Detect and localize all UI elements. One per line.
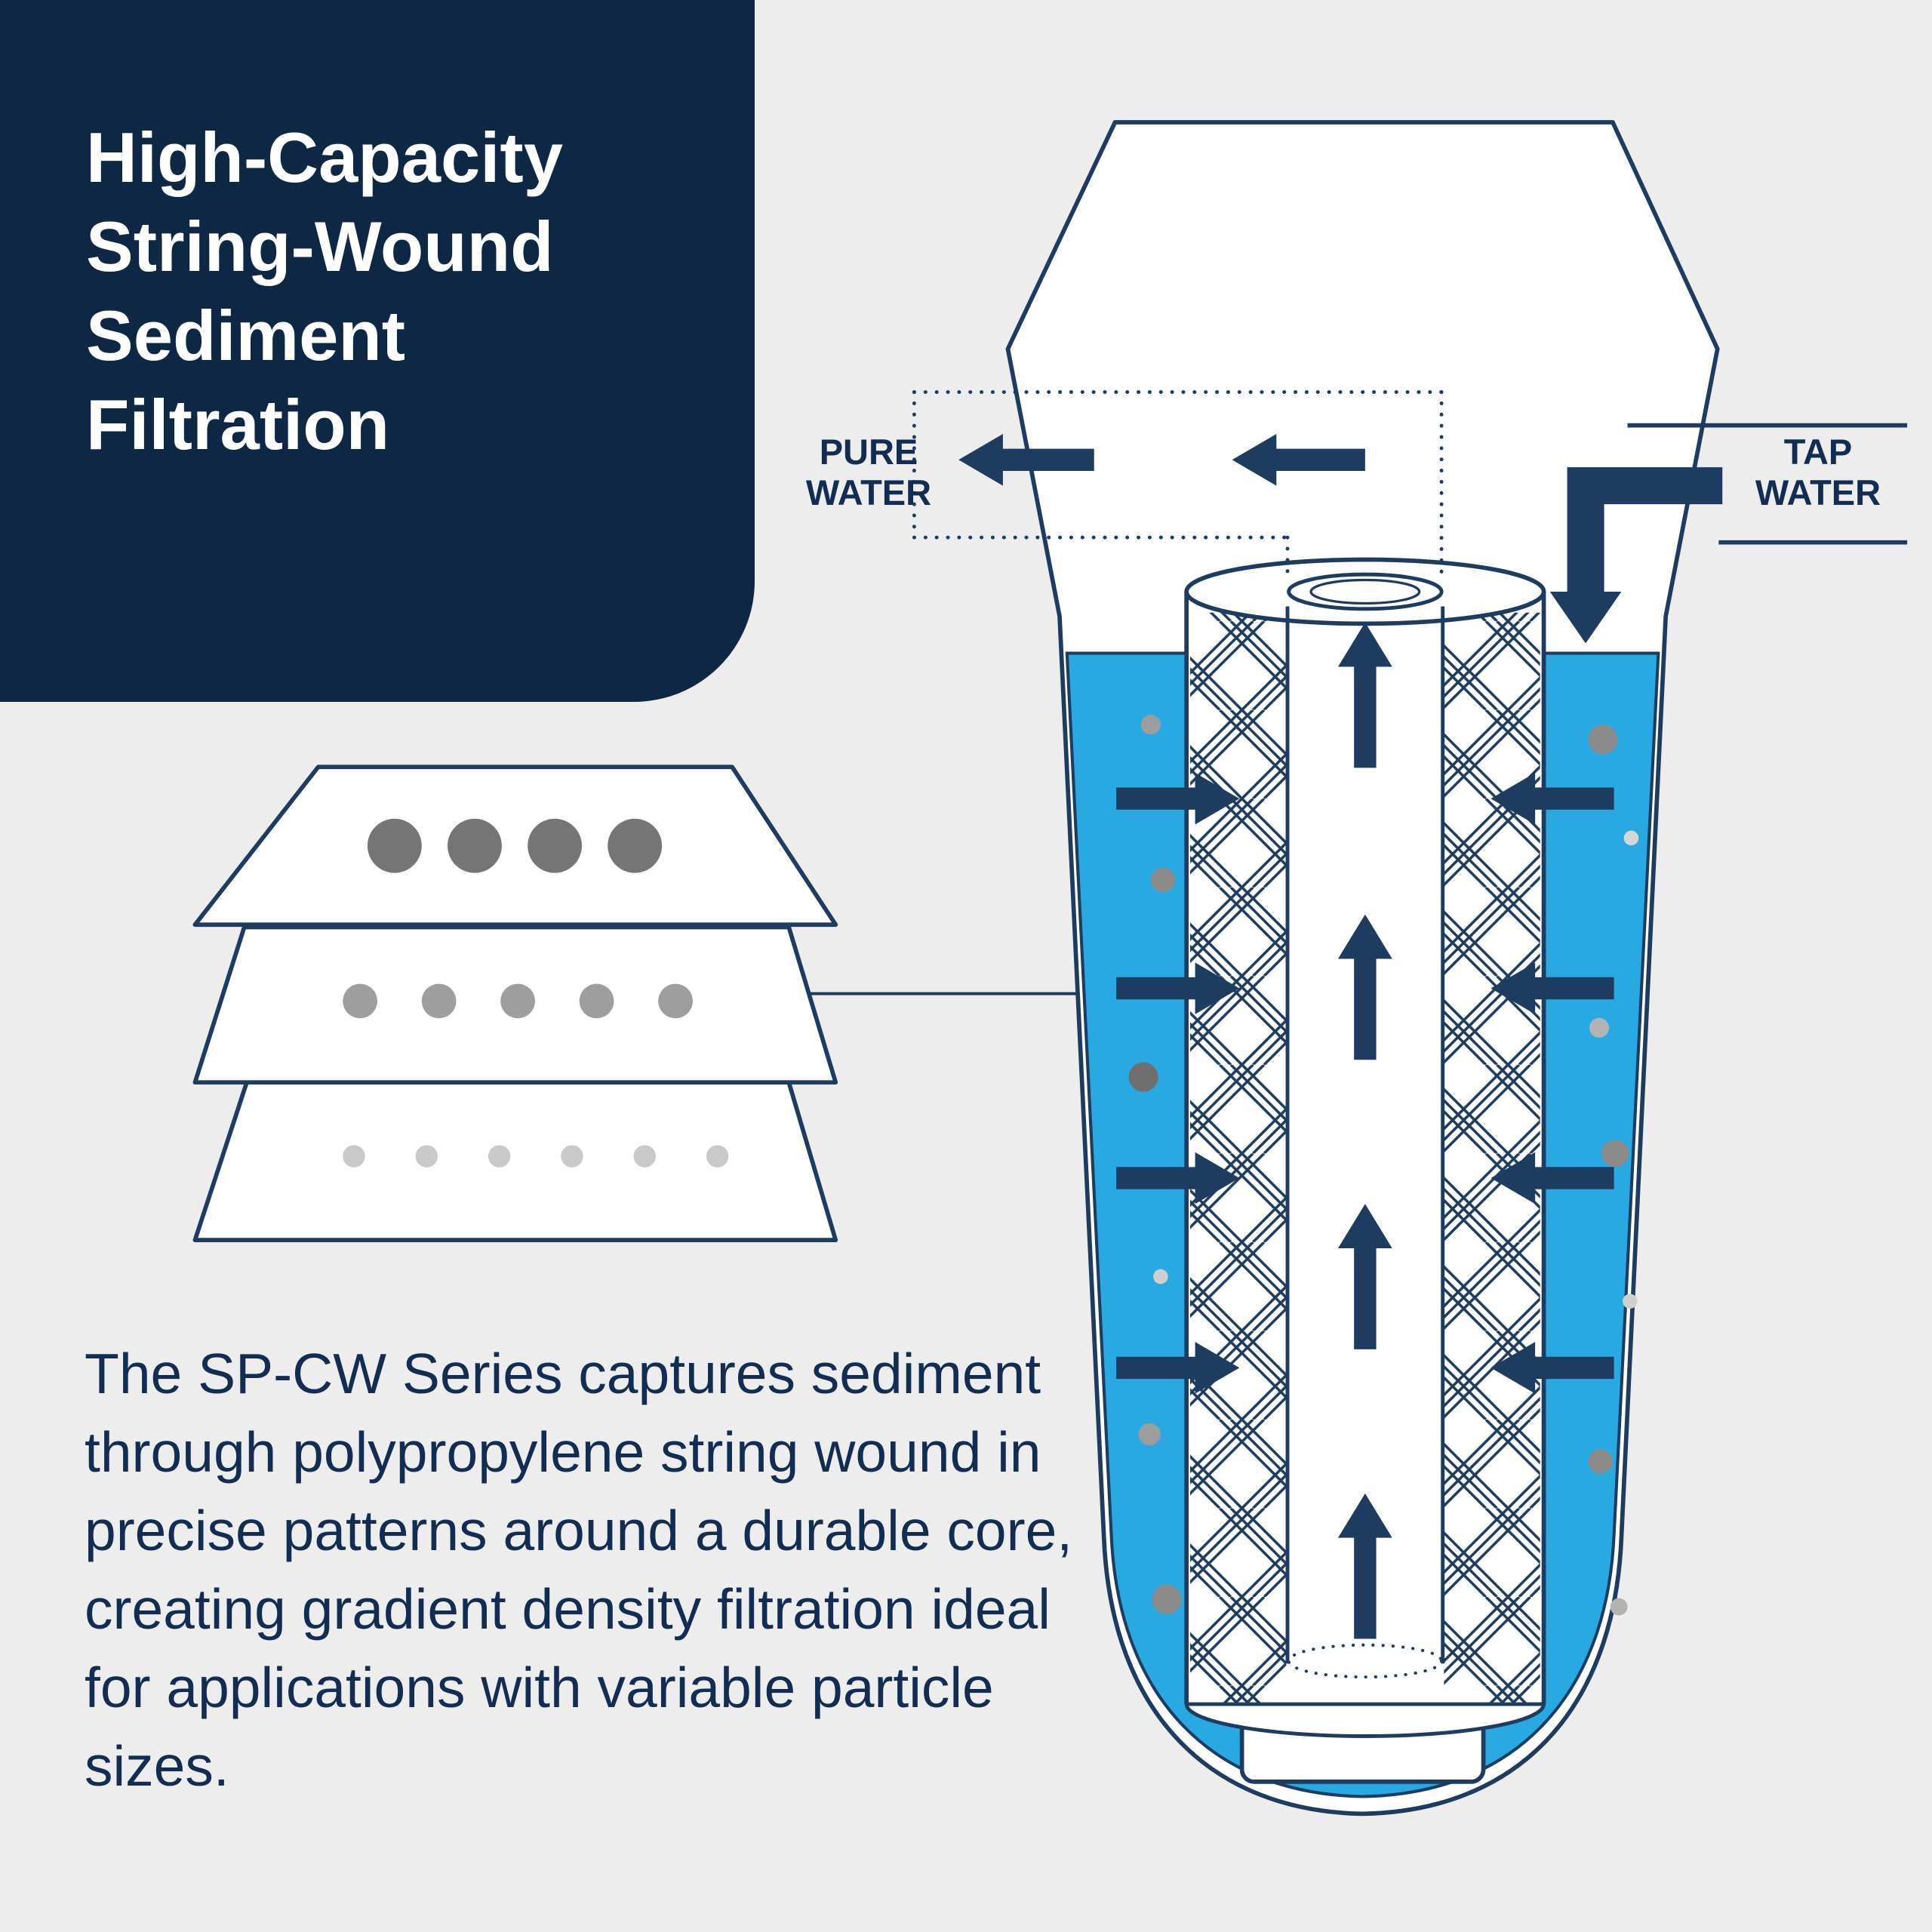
sediment-dot	[579, 983, 614, 1019]
particle	[1150, 867, 1176, 893]
particle	[1140, 715, 1161, 735]
particle	[1588, 724, 1618, 755]
pure-water-arrow-inner	[1232, 434, 1365, 486]
tap-water-label-line: WATER	[1755, 472, 1881, 512]
string-wound-cartridge	[1184, 557, 1546, 1738]
tap-water-label: TAP WATER	[1705, 432, 1931, 513]
particle	[1153, 1269, 1168, 1284]
inflow-arrows-right	[1491, 772, 1614, 1394]
pure-water-channel-dotted	[912, 390, 1444, 579]
inflow-arrows-left	[1116, 772, 1240, 1394]
sediment-dot	[500, 983, 535, 1019]
sediment-dot	[415, 1145, 438, 1168]
filter-cross-section	[912, 120, 1908, 1817]
inflow-arrow-left	[1116, 772, 1240, 825]
filter-sheet-bottom	[192, 1080, 838, 1243]
sediment-particles	[1128, 715, 1639, 1616]
cartridge-bottom	[1184, 1702, 1546, 1738]
core-opening-inner	[1309, 578, 1421, 605]
particle	[1152, 1584, 1182, 1614]
particle	[1588, 1449, 1613, 1474]
core-up-arrow	[1337, 914, 1392, 1060]
sediment-dot	[561, 1145, 583, 1168]
particle	[1623, 1294, 1638, 1309]
tap-water-down-arrow	[1549, 467, 1723, 644]
tap-water-label-line: TAP	[1783, 432, 1853, 472]
title-card: High-Capacity String-Wound Sediment Filt…	[0, 0, 755, 702]
inflow-arrow-left	[1116, 1152, 1240, 1204]
pure-water-label-line: WATER	[805, 472, 932, 512]
title-line: Filtration	[86, 385, 390, 464]
particle	[1623, 830, 1639, 846]
sheet-dots-1	[367, 818, 663, 873]
sediment-dot	[448, 818, 502, 873]
inflow-arrow-right	[1491, 1342, 1614, 1394]
pure-water-label-line: PURE	[819, 432, 918, 472]
page-title: High-Capacity String-Wound Sediment Filt…	[86, 113, 563, 469]
inflow-arrow-right	[1491, 1152, 1614, 1204]
filter-sheet-top	[192, 764, 838, 928]
title-line: High-Capacity	[86, 118, 563, 197]
pure-water-label: PURE WATER	[755, 432, 982, 513]
inflow-arrow-left	[1116, 1342, 1240, 1394]
sediment-dot	[367, 818, 422, 873]
sediment-dot	[488, 1145, 511, 1168]
sediment-dot	[343, 983, 377, 1019]
inflow-arrow-right	[1491, 772, 1614, 825]
core-up-arrow	[1337, 622, 1392, 768]
core-up-arrow	[1337, 1204, 1392, 1349]
sheet-dots-3	[343, 1145, 729, 1168]
sediment-dot	[343, 1145, 365, 1168]
sediment-dot	[633, 1145, 656, 1168]
inflow-arrow-right	[1491, 962, 1614, 1014]
sediment-dot	[658, 983, 693, 1019]
core-up-arrows	[1337, 622, 1392, 1639]
core-up-arrow	[1337, 1493, 1392, 1639]
description-text: The SP-CW Series captures sediment throu…	[85, 1342, 1073, 1798]
particle	[1601, 1140, 1629, 1168]
sheet-dots-2	[343, 983, 693, 1019]
sediment-dot	[421, 983, 457, 1019]
core-bottom-dotted	[1287, 1643, 1444, 1679]
particle	[1589, 1017, 1610, 1038]
particle	[1610, 1598, 1628, 1616]
layers-diagram	[192, 764, 1158, 1243]
particle	[1128, 1062, 1158, 1092]
inflow-arrow-left	[1116, 962, 1240, 1014]
pure-water-arrow-outer	[958, 434, 1094, 486]
inlet-outlet	[958, 423, 1908, 644]
particle	[1138, 1423, 1161, 1446]
title-line: String-Wound	[86, 207, 554, 286]
sediment-dot	[608, 818, 663, 873]
sediment-dot	[706, 1145, 729, 1168]
sediment-dot	[528, 818, 582, 873]
title-line: Sediment	[86, 296, 406, 375]
